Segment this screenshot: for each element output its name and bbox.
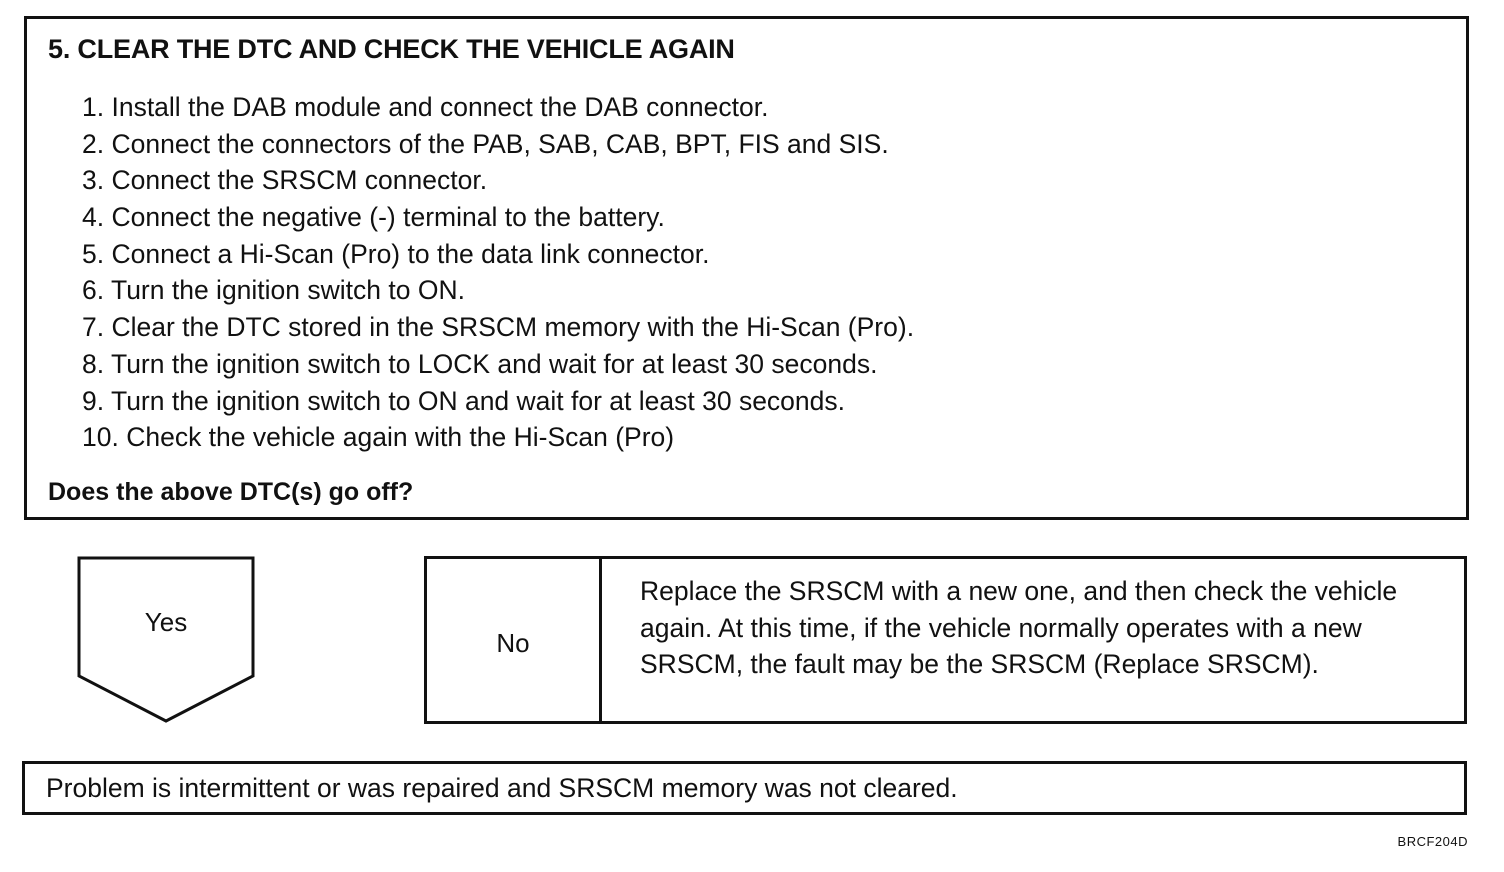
result-box: Problem is intermittent or was repaired … [22, 761, 1467, 815]
instruction-item: 3. Connect the SRSCM connector. [82, 165, 488, 196]
no-branch-box: No Replace the SRSCM with a new one, and… [424, 556, 1467, 724]
instruction-item: 5. Connect a Hi-Scan (Pro) to the data l… [82, 238, 710, 269]
result-text: Problem is intermittent or was repaired … [46, 773, 958, 803]
instruction-item: 1. Install the DAB module and connect th… [82, 92, 769, 122]
instruction-list: 1. Install the DAB module and connect th… [82, 89, 914, 456]
step-box: 5. CLEAR THE DTC AND CHECK THE VEHICLE A… [24, 16, 1469, 520]
instruction-item: 8. Turn the ignition switch to LOCK and … [82, 348, 878, 379]
figure-code: BRCF204D [1397, 834, 1468, 849]
instruction-item: 10. Check the vehicle again with the Hi-… [82, 422, 675, 453]
step-title: 5. CLEAR THE DTC AND CHECK THE VEHICLE A… [48, 34, 735, 64]
no-label-cell: No [427, 559, 602, 721]
yes-label: Yes [144, 607, 188, 637]
instruction-item: 4. Connect the negative (-) terminal to … [82, 202, 665, 233]
yes-arrow-shape [77, 556, 255, 723]
no-action-text: Replace the SRSCM with a new one, and th… [640, 576, 1398, 679]
instruction-item: 9. Turn the ignition switch to ON and wa… [82, 385, 846, 416]
instruction-item: 6. Turn the ignition switch to ON. [82, 275, 465, 306]
check-question: Does the above DTC(s) go off? [48, 478, 414, 506]
instruction-item: 7. Clear the DTC stored in the SRSCM mem… [82, 312, 915, 343]
no-label: No [496, 628, 530, 658]
instruction-item: 2. Connect the connectors of the PAB, SA… [82, 128, 889, 159]
